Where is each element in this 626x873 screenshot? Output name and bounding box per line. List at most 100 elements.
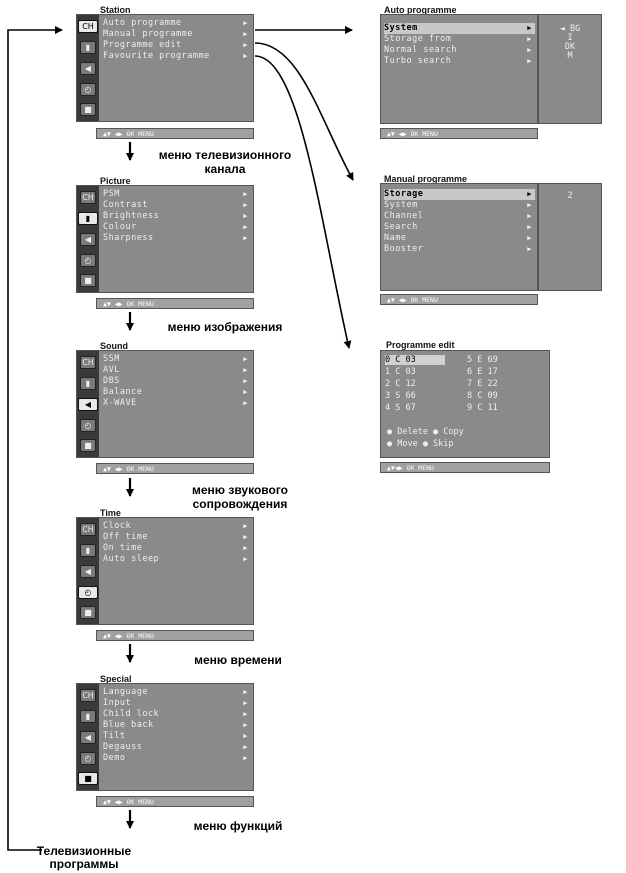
special-icon[interactable]: ■ xyxy=(78,772,98,785)
submenu-item[interactable]: Channel▶ xyxy=(384,211,532,221)
return-bracket-line xyxy=(7,26,63,851)
submenu-item[interactable]: Storage▶ xyxy=(384,189,535,200)
submenu-item[interactable]: Normal search▶ xyxy=(384,45,532,55)
menu-item[interactable]: Input▶ xyxy=(103,698,248,708)
sound-icon[interactable]: ◀ xyxy=(80,731,96,744)
menu-item[interactable]: On time▶ xyxy=(103,543,248,553)
tv-channel-icon[interactable]: CH xyxy=(80,689,96,702)
picture-icon[interactable]: ▮ xyxy=(80,377,96,390)
submenu-item-list: Storage▶ System▶ Channel▶ Search▶ Name▶ … xyxy=(384,189,535,255)
menu-item[interactable]: PSM▶ xyxy=(103,189,248,199)
chevron-right-icon: ▶ xyxy=(527,46,532,54)
submenu-item[interactable]: Name▶ xyxy=(384,233,532,243)
special-icon[interactable]: ■ xyxy=(80,274,96,287)
menu-item[interactable]: Blue back▶ xyxy=(103,720,248,730)
special-icon[interactable]: ■ xyxy=(80,606,96,619)
menu-item[interactable]: Language▶ xyxy=(103,687,248,697)
menu-item-list: SSM▶ AVL▶ DBS▶ Balance▶ X-WAVE▶ xyxy=(103,354,251,409)
submenu-item[interactable]: Storage from▶ xyxy=(384,34,532,44)
time-menu: CH ▮ ◀ ◴ ■ Clock▶ Off time▶ On time▶ Aut… xyxy=(76,517,254,625)
sound-icon[interactable]: ◀ xyxy=(78,398,98,411)
submenu-title-edit: Programme edit xyxy=(386,340,455,350)
menu-item[interactable]: Clock▶ xyxy=(103,521,248,531)
programme-cell[interactable]: 7 E 22 xyxy=(467,379,498,389)
menu-item[interactable]: AVL▶ xyxy=(103,365,248,375)
chevron-right-icon: ▶ xyxy=(243,234,248,242)
menu-item[interactable]: Degauss▶ xyxy=(103,742,248,752)
programme-cell[interactable]: 1 C 03 xyxy=(385,367,416,377)
menu-item[interactable]: X-WAVE▶ xyxy=(103,398,248,408)
menu-item[interactable]: Tilt▶ xyxy=(103,731,248,741)
menu-item[interactable]: Balance▶ xyxy=(103,387,248,397)
nav-hint-bar: ▲▼ ◀▶ OK MENU xyxy=(96,796,254,807)
menu-item[interactable]: Colour▶ xyxy=(103,222,248,232)
chevron-right-icon: ▶ xyxy=(527,35,532,43)
programme-cell[interactable]: 4 S 67 xyxy=(385,403,416,413)
menu-item[interactable]: Auto sleep▶ xyxy=(103,554,248,564)
clock-icon[interactable]: ◴ xyxy=(80,254,96,267)
sound-icon[interactable]: ◀ xyxy=(80,565,96,578)
menu-icon-column: CH ▮ ◀ ◴ ■ xyxy=(77,186,99,292)
menu-item[interactable]: Brightness▶ xyxy=(103,211,248,221)
submenu-item[interactable]: Booster▶ xyxy=(384,244,532,254)
chevron-right-icon: ▶ xyxy=(243,52,248,60)
submenu-item[interactable]: System▶ xyxy=(384,23,535,34)
sound-icon[interactable]: ◀ xyxy=(80,233,96,246)
manual-values-panel: 2 xyxy=(538,183,602,291)
tv-channel-icon[interactable]: CH xyxy=(80,356,96,369)
clock-icon[interactable]: ◴ xyxy=(78,586,98,599)
menu-item[interactable]: SSM▶ xyxy=(103,354,248,364)
menu-item[interactable]: Manual programme▶ xyxy=(103,29,248,39)
menu-item[interactable]: Auto programme▶ xyxy=(103,18,248,28)
nav-hint-bar: ▲▼ ◀▶ OK MENU xyxy=(96,630,254,641)
menu-item[interactable]: Contrast▶ xyxy=(103,200,248,210)
programme-cell[interactable]: 8 C 09 xyxy=(467,391,498,401)
edit-legend-move-skip: ● Move ● Skip xyxy=(387,439,454,449)
programme-cell[interactable]: 6 E 17 xyxy=(467,367,498,377)
tv-channel-icon[interactable]: CH xyxy=(80,191,96,204)
table-row: 4 S 67 9 C 11 xyxy=(385,403,527,414)
menu-item[interactable]: Off time▶ xyxy=(103,532,248,542)
menu-item[interactable]: Favourite programme▶ xyxy=(103,51,248,61)
sound-icon[interactable]: ◀ xyxy=(80,62,96,75)
submenu-item[interactable]: Search▶ xyxy=(384,222,532,232)
special-icon[interactable]: ■ xyxy=(80,103,96,116)
clock-icon[interactable]: ◴ xyxy=(80,83,96,96)
programme-cell[interactable]: 0 C 03 xyxy=(385,355,445,365)
programme-table: 0 C 03 5 E 69 1 C 03 6 E 17 2 C 12 7 E 2… xyxy=(385,355,527,415)
programme-cell[interactable]: 5 E 69 xyxy=(467,355,498,365)
programme-cell[interactable]: 3 S 66 xyxy=(385,391,416,401)
programme-cell[interactable]: 9 C 11 xyxy=(467,403,498,413)
menu-item[interactable]: DBS▶ xyxy=(103,376,248,386)
menu-item[interactable]: Child lock▶ xyxy=(103,709,248,719)
picture-icon[interactable]: ▮ xyxy=(80,544,96,557)
picture-icon[interactable]: ▮ xyxy=(78,212,98,225)
chevron-right-icon: ▶ xyxy=(243,544,248,552)
tv-channel-icon[interactable]: CH xyxy=(80,523,96,536)
nav-hint-bar: ▲▼ ◀▶ OK MENU xyxy=(380,294,538,305)
programme-cell[interactable]: 2 C 12 xyxy=(385,379,416,389)
chevron-right-icon: ▶ xyxy=(243,754,248,762)
submenu-item[interactable]: System▶ xyxy=(384,200,532,210)
manual-programme-panel: Storage▶ System▶ Channel▶ Search▶ Name▶ … xyxy=(380,183,538,291)
system-options[interactable]: ◄ BG I DK M xyxy=(559,24,581,61)
tv-channel-icon[interactable]: CH xyxy=(78,20,98,33)
menu-item[interactable]: Sharpness▶ xyxy=(103,233,248,243)
chevron-right-icon: ▶ xyxy=(243,555,248,563)
edit-legend-delete-copy: ● Delete ● Copy xyxy=(387,427,464,437)
special-icon[interactable]: ■ xyxy=(80,439,96,452)
menu-icon-column: CH ▮ ◀ ◴ ■ xyxy=(77,15,99,121)
menu-item[interactable]: Demo▶ xyxy=(103,753,248,763)
submenu-title-manual: Manual programme xyxy=(384,174,468,184)
chevron-right-icon: ▶ xyxy=(243,223,248,231)
clock-icon[interactable]: ◴ xyxy=(80,419,96,432)
submenu-item[interactable]: Turbo search▶ xyxy=(384,56,532,66)
picture-icon[interactable]: ▮ xyxy=(80,710,96,723)
storage-value[interactable]: 2 xyxy=(567,191,573,201)
chevron-right-icon: ▶ xyxy=(243,201,248,209)
menu-item[interactable]: Programme edit▶ xyxy=(103,40,248,50)
menu-item-list: PSM▶ Contrast▶ Brightness▶ Colour▶ Sharp… xyxy=(103,189,251,244)
clock-icon[interactable]: ◴ xyxy=(80,752,96,765)
picture-icon[interactable]: ▮ xyxy=(80,41,96,54)
chevron-right-icon: ▶ xyxy=(243,212,248,220)
